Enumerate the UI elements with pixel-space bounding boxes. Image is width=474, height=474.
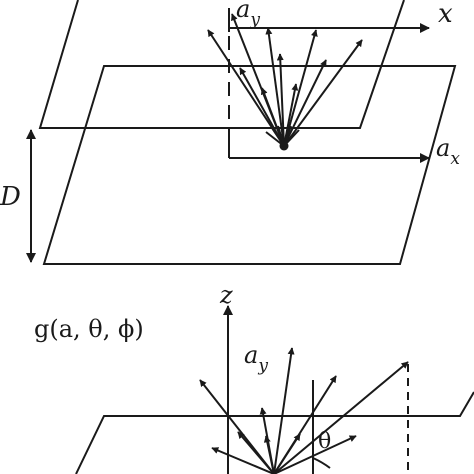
- separation-label: D: [0, 182, 21, 212]
- bottom-ay-label: ay: [244, 341, 268, 376]
- top-ax-label: ax: [436, 134, 460, 169]
- top-ay-label: ay: [236, 0, 260, 30]
- theta-label: θ: [318, 429, 331, 454]
- theta-arc: [312, 457, 331, 469]
- source-point: [279, 141, 289, 151]
- ray-fan-bottom: [199, 347, 409, 474]
- bottom-z-label: z: [219, 281, 233, 309]
- lower-plate: [42, 65, 457, 265]
- upper-plate: [38, 0, 405, 129]
- ray-fan-top: [207, 13, 363, 147]
- distribution-label: g(a, θ, ϕ): [34, 315, 144, 343]
- top-x-label: x: [438, 0, 453, 29]
